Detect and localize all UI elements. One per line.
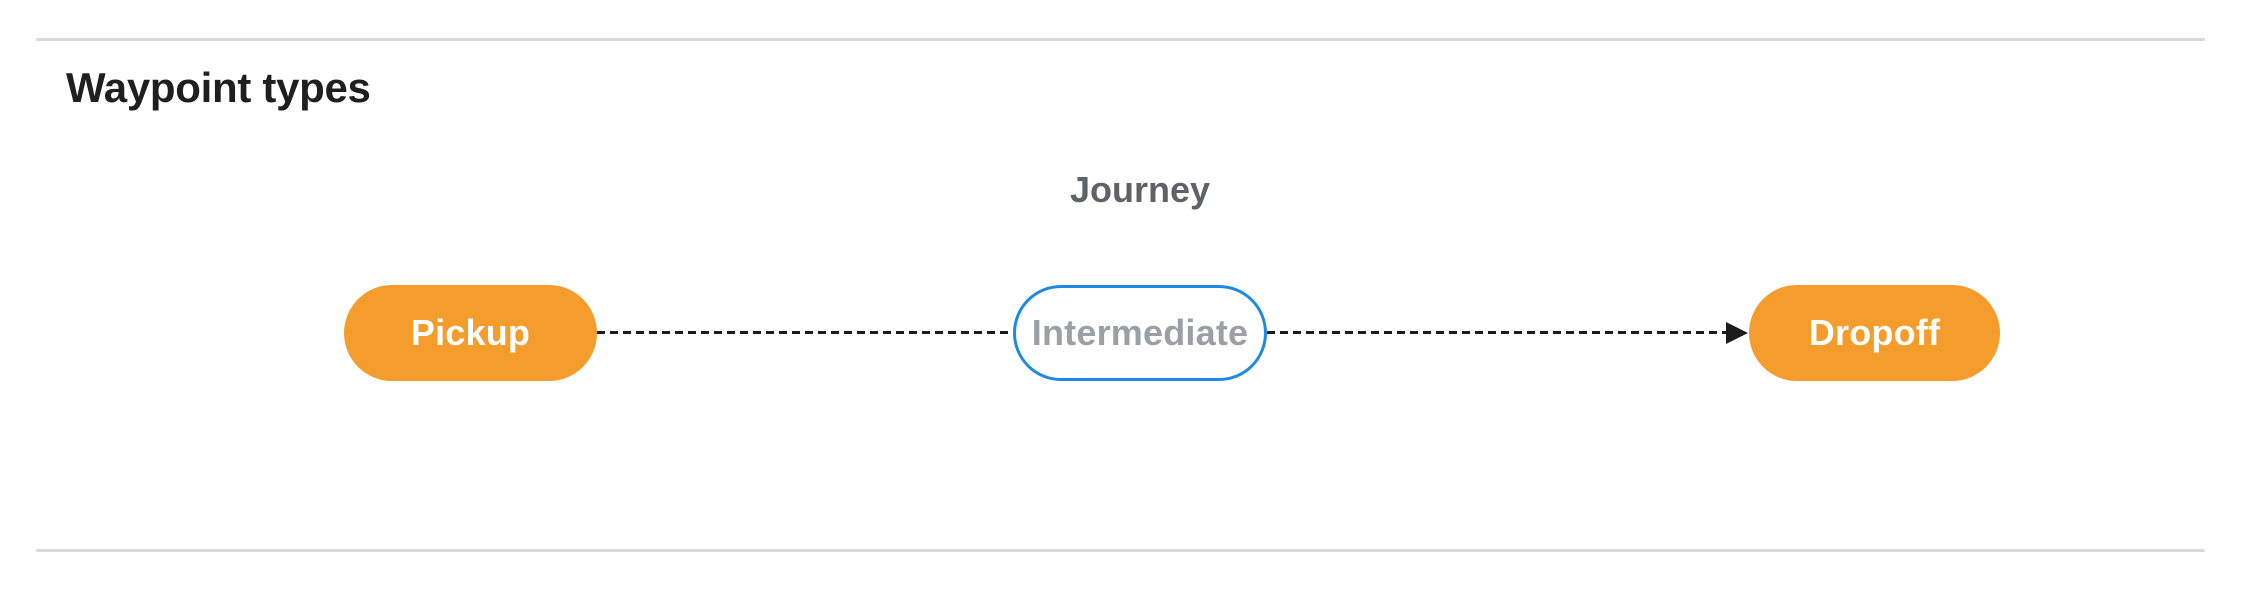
section-title: Waypoint types — [66, 64, 371, 111]
section-divider-top — [36, 38, 2205, 41]
connector-intermediate-to-dropoff — [1267, 331, 1726, 334]
node-pickup: Pickup — [344, 285, 597, 381]
journey-label: Journey — [1069, 169, 1211, 210]
node-dropoff: Dropoff — [1749, 285, 2000, 381]
node-intermediate: Intermediate — [1013, 285, 1267, 381]
arrowhead-icon — [1726, 322, 1748, 344]
node-pickup-label: Pickup — [410, 312, 531, 353]
connector-pickup-to-intermediate — [597, 331, 1013, 334]
node-dropoff-label: Dropoff — [1808, 312, 1941, 353]
section-divider-bottom — [36, 549, 2205, 552]
node-intermediate-label: Intermediate — [1031, 312, 1249, 353]
